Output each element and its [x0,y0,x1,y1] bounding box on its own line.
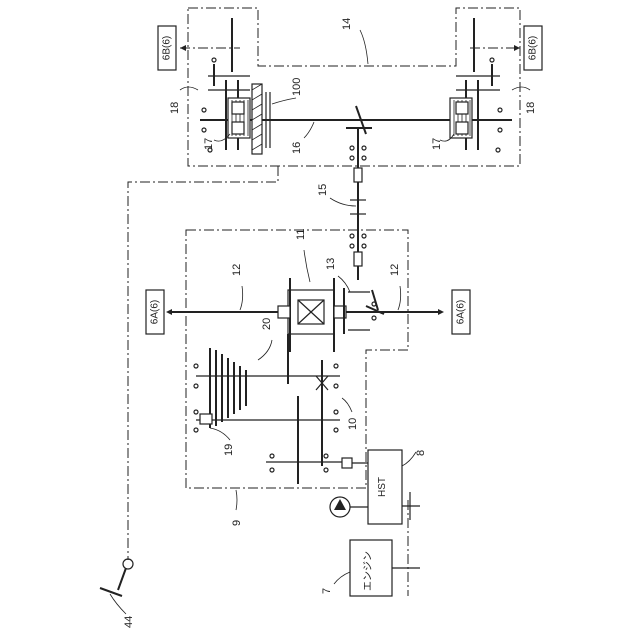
front-left-output-label: 6A(6) [150,300,161,324]
svg-text:7: 7 [321,588,333,594]
pedal-linkage [128,166,278,560]
ref-12-right: 12 [389,264,401,310]
svg-text:15: 15 [317,184,329,196]
svg-text:19: 19 [223,444,235,456]
ref-18-left: 18 [169,87,198,114]
transmission-shafts [266,334,370,484]
ref-14: 14 [341,18,368,64]
ref-11: 11 [295,229,310,282]
rear-right-arrow-icon [514,45,520,51]
ref-7: 7 [321,572,350,594]
ref-20: 20 [258,318,273,360]
right-brake-pack [450,98,472,138]
pump-symbol-icon [330,497,368,517]
rear-left-arrow-icon [180,45,186,51]
front-right-arrow-icon [438,309,444,315]
svg-text:17: 17 [203,138,215,150]
ref-10: 10 [342,398,359,430]
svg-text:10: 10 [347,418,359,430]
svg-text:17: 17 [431,138,443,150]
svg-text:8: 8 [415,450,427,456]
engine-label: エンジン [363,551,374,591]
svg-text:9: 9 [231,520,243,526]
svg-text:44: 44 [123,616,135,628]
ref-19: 19 [210,428,235,456]
svg-text:12: 12 [231,264,243,276]
ref-12-left: 12 [231,264,243,310]
ref-13: 13 [325,258,350,292]
svg-text:14: 14 [341,18,353,30]
svg-text:12: 12 [389,264,401,276]
ref-8: 8 [402,450,427,466]
rear-bevel-gear [346,106,372,172]
svg-text:18: 18 [525,102,537,114]
hst-label: HST [377,477,388,497]
ref-9: 9 [231,490,243,526]
left-brake-pack [228,98,250,138]
ref-16: 16 [291,122,314,154]
svg-text:100: 100 [291,78,303,96]
rear-left-output-label: 6B(6) [162,36,173,60]
propeller-shaft [350,168,366,280]
svg-text:20: 20 [261,318,273,330]
rear-right-output-label: 6B(6) [528,36,539,60]
ref-44: 44 [110,594,135,628]
svg-text:13: 13 [325,258,337,270]
svg-text:11: 11 [295,229,307,240]
ref-15: 15 [317,184,356,206]
ref-18-right: 18 [512,87,537,114]
svg-text:16: 16 [291,142,303,154]
front-left-arrow-icon [166,309,172,315]
ref-100: 100 [272,78,303,104]
svg-text:18: 18 [169,102,181,114]
front-right-output-label: 6A(6) [456,300,467,324]
pedal-44 [100,559,133,596]
